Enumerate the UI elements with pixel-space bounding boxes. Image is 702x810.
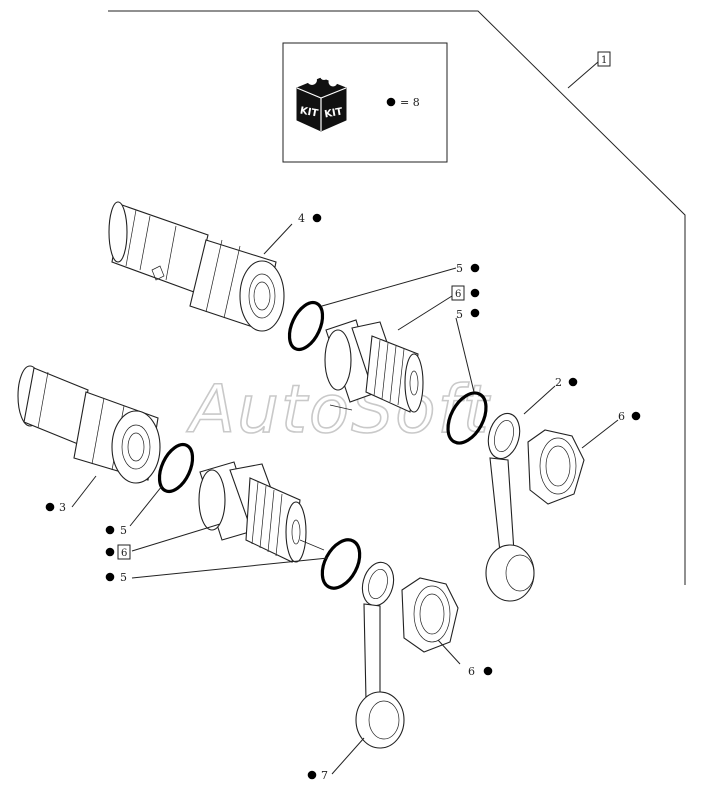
callout-6-lower-boxed: 6 [105,544,131,560]
lock-nut-lower [401,577,459,653]
dust-cap-upper [485,412,535,602]
o-ring-lower-left [157,442,195,494]
kit-box: KIT KIT = 8 [282,42,448,163]
dust-cap-lower [355,561,405,749]
callout-5-lower-a: 5 [105,524,127,537]
kit-legend-text: = 8 [400,96,420,109]
svg-text:3: 3 [59,501,66,514]
callout-7: 7 [307,769,328,782]
callout-5-upper-a: 5 [456,262,480,275]
svg-text:6: 6 [121,548,127,559]
group-bracket-line [108,10,686,585]
callout-3: 3 [45,501,66,514]
callout-6-upper-nut: 6 [618,410,641,423]
svg-text:5: 5 [456,308,463,321]
callout-5-lower-b: 5 [105,571,127,584]
svg-text:5: 5 [456,262,463,275]
kit-icon: KIT KIT [296,72,347,132]
svg-text:7: 7 [321,769,328,782]
svg-text:1: 1 [601,55,607,66]
svg-text:4: 4 [298,212,305,225]
adapter-upper [324,319,424,413]
callout-6-upper-boxed: 6 [451,285,480,301]
o-ring-upper-right [446,391,488,445]
o-ring-upper-left [287,300,325,352]
callout-2: 2 [555,376,578,389]
o-ring-lower-right [320,538,362,590]
svg-text:5: 5 [120,524,127,537]
coupler-lower [17,365,161,484]
svg-text:6: 6 [468,665,475,678]
kit-label-left: KIT [299,105,319,119]
callout-4: 4 [298,212,322,225]
svg-text:6: 6 [455,289,461,300]
callout-group: 1 [597,51,611,67]
svg-text:6: 6 [618,410,625,423]
coupler-upper [108,201,285,332]
callout-6-lower-nut: 6 [468,665,493,678]
svg-text:5: 5 [120,571,127,584]
svg-text:2: 2 [555,376,562,389]
callout-5-upper-b: 5 [456,308,480,321]
kit-label-right: KIT [324,106,344,120]
adapter-lower [198,461,307,563]
lock-nut-upper [527,429,585,505]
leader-lines [71,61,619,775]
kit-legend-dot [386,97,396,107]
